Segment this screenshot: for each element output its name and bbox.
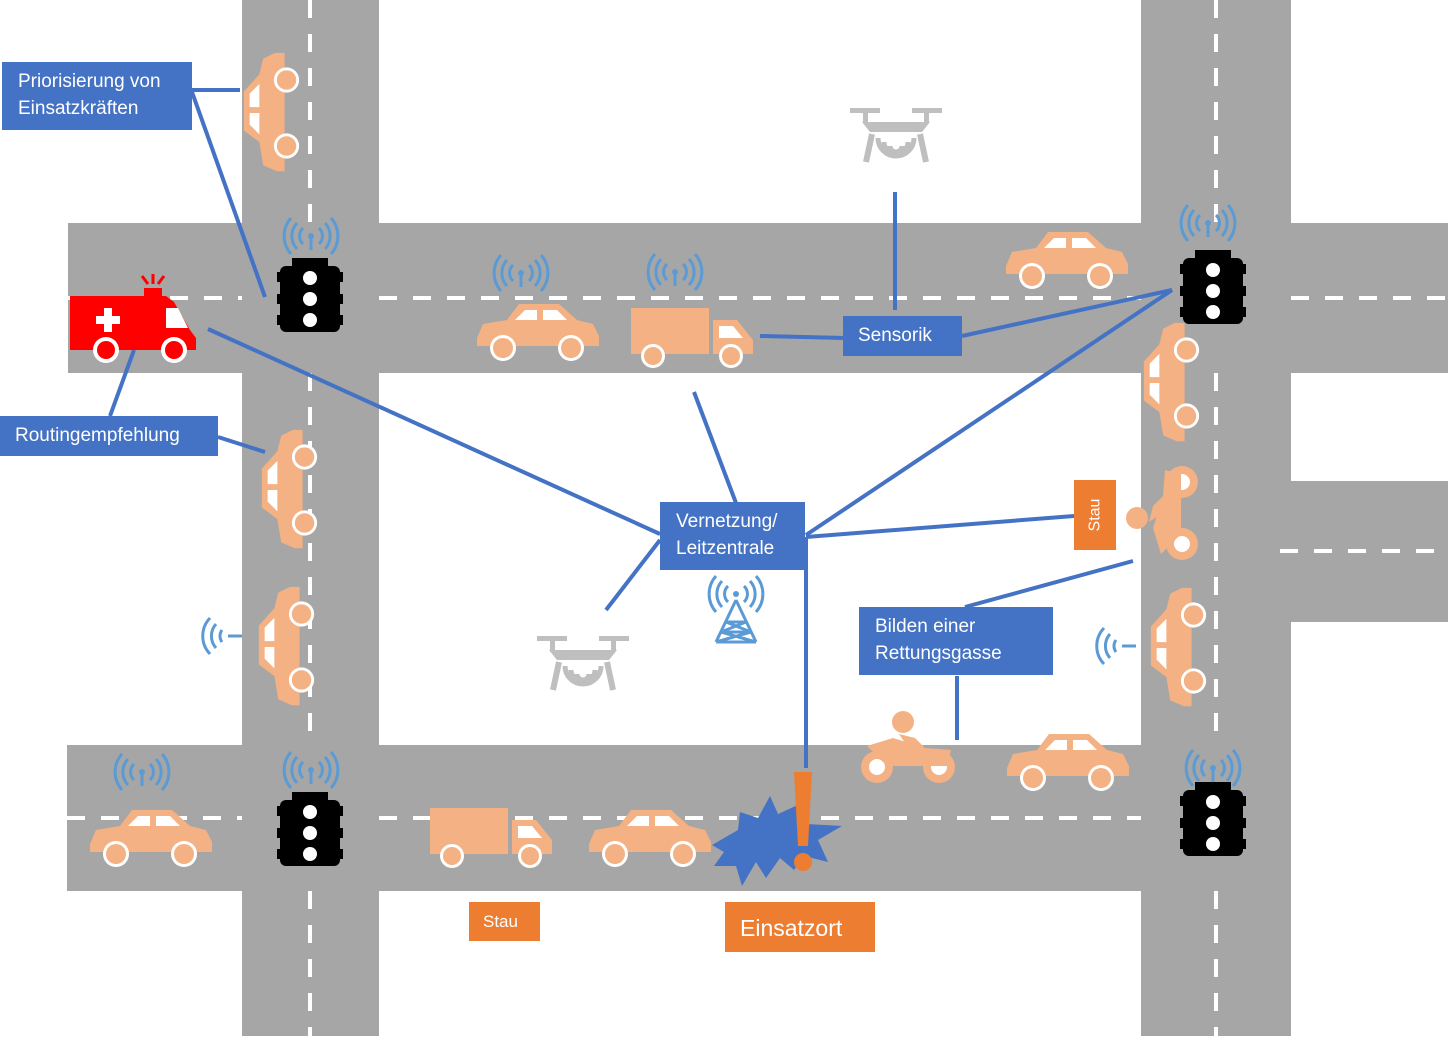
label-stau-right: Stau xyxy=(1074,480,1116,550)
radio-tower-icon xyxy=(707,575,765,644)
label-stau-bottom: Stau xyxy=(469,902,540,941)
label-routing-text: Routingempfehlung xyxy=(15,425,180,446)
traffic-light-icon xyxy=(277,792,343,866)
drone-icon xyxy=(537,636,629,690)
label-priorisierung-text: Priorisierung von Einsatzkräften xyxy=(18,71,161,119)
label-vernetzung-text: Vernetzung/ Leitzentrale xyxy=(676,511,778,559)
incident-burst-icon xyxy=(712,772,842,886)
motorcycle-icon xyxy=(1126,466,1198,560)
label-priorisierung: Priorisierung von Einsatzkräften xyxy=(2,62,192,130)
wireless-icon xyxy=(201,616,244,656)
wireless-icon xyxy=(1095,626,1138,666)
label-routing: Routingempfehlung xyxy=(0,416,218,456)
label-einsatzort: Einsatzort xyxy=(725,902,875,952)
label-sensorik: Sensorik xyxy=(843,316,962,356)
label-einsatzort-text: Einsatzort xyxy=(740,915,843,941)
traffic-light-icon xyxy=(1180,782,1246,856)
label-rettungsgasse-text: Bilden einer Rettungsgasse xyxy=(875,616,1002,664)
label-rettungsgasse: Bilden einer Rettungsgasse xyxy=(859,607,1053,675)
traffic-light-icon xyxy=(1180,250,1246,324)
ambulance-icon xyxy=(70,274,196,363)
label-stau-bottom-text: Stau xyxy=(483,912,518,931)
connection-lines xyxy=(108,88,1174,768)
label-stau-right-text: Stau xyxy=(1086,498,1104,532)
motorcycle-icon xyxy=(861,711,955,783)
traffic-light-icon xyxy=(277,258,343,332)
drone-icon xyxy=(850,108,942,162)
label-sensorik-text: Sensorik xyxy=(858,325,932,346)
label-vernetzung: Vernetzung/ Leitzentrale xyxy=(660,502,805,570)
